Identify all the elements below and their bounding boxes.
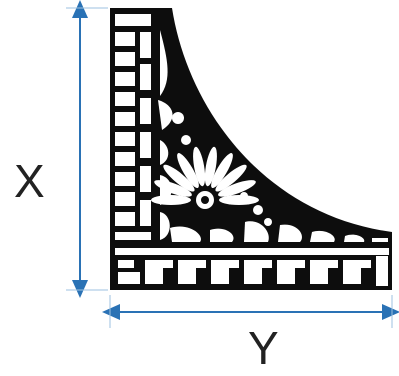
greek-key-border-bottom	[115, 248, 389, 286]
dimension-y-arrow	[102, 295, 399, 328]
dimension-y-label: Y	[248, 322, 279, 374]
dimension-x-label: X	[14, 155, 45, 207]
dimension-x-arrow	[66, 0, 108, 298]
corner-bracket	[110, 8, 392, 290]
greek-key-border-left	[115, 14, 151, 240]
fan-rosette	[151, 30, 388, 242]
bracket-silhouette	[110, 8, 392, 290]
